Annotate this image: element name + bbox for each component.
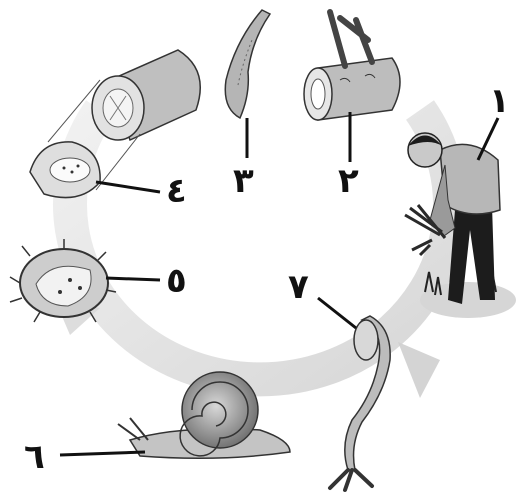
label-5: ٥ (166, 261, 187, 301)
label-2: ٢ (338, 161, 359, 201)
label-4: ٤ (166, 171, 187, 211)
adult-worm-icon (225, 10, 270, 118)
vein-section-icon (304, 12, 400, 120)
label-7: ٧ (288, 267, 309, 307)
label-6: ٦ (24, 437, 45, 477)
label-1: ١ (489, 81, 510, 121)
label-3: ٣ (233, 161, 254, 201)
cercaria-icon (330, 316, 390, 490)
